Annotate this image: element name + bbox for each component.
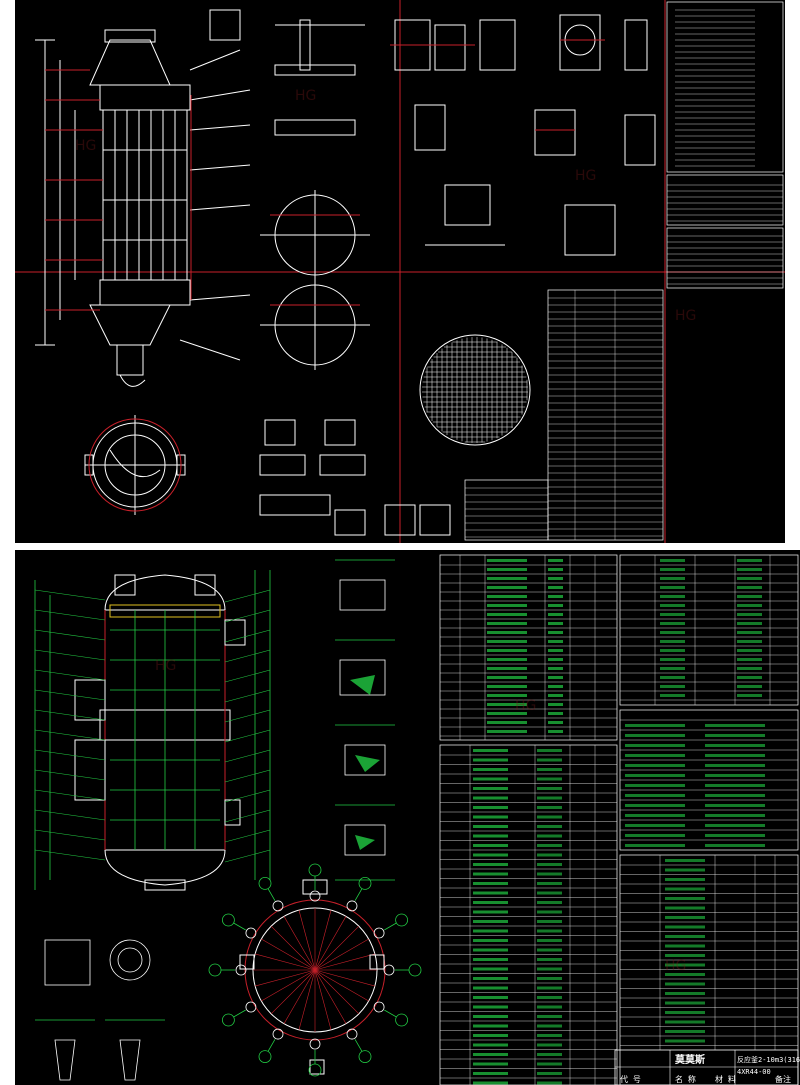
nozzle-orientation-plan (235, 879, 395, 1075)
title-heading: 莫莫斯 (674, 1053, 705, 1066)
reactor-elevation-view (74, 574, 246, 891)
svg-text:HG: HG (295, 88, 316, 104)
title-block: 代 号 名 称 材 料 备注 莫莫斯 反应釜2-10m3(316L) (614, 1049, 800, 1085)
title-remark: 备注 (775, 1074, 791, 1084)
svg-text:HG: HG (575, 168, 596, 184)
title-col-code: 代 号 (620, 1074, 641, 1084)
svg-text:HG: HG (75, 138, 96, 154)
drawing-name: 反应釜2-10m3(316L) (737, 1055, 800, 1064)
vessel-plan-view (84, 415, 186, 515)
drawing-number: 4XR44-00 (737, 1068, 771, 1076)
vessel-elevation-view (35, 29, 251, 387)
svg-text:HG: HG (515, 698, 536, 714)
weld-detail-views (339, 579, 386, 856)
cad-drawing-bottom: 代 号 名 称 材 料 备注 莫莫斯 反应釜2-10m3(316L) 4XR44… (34, 554, 800, 1085)
svg-text:HG: HG (675, 308, 696, 324)
detail-views-top (209, 9, 656, 256)
title-col-name: 名 称 (675, 1074, 696, 1084)
cad-drawing-top: HG HG HG HG (15, 0, 785, 543)
flange-detail-circles (260, 190, 370, 370)
svg-text:HG: HG (665, 958, 686, 974)
technical-notes-and-tables (464, 1, 784, 541)
svg-text:HG: HG (155, 658, 176, 674)
detail-views-bottom (259, 419, 451, 536)
lug-detail-views (44, 939, 151, 1081)
cad-sheet-bottom: 代 号 名 称 材 料 备注 莫莫斯 反应釜2-10m3(316L) 4XR44… (15, 550, 800, 1085)
title-col-material: 材 料 (715, 1074, 736, 1084)
perforated-plate (419, 334, 531, 446)
cad-sheet-top: HG HG HG HG (15, 0, 785, 543)
